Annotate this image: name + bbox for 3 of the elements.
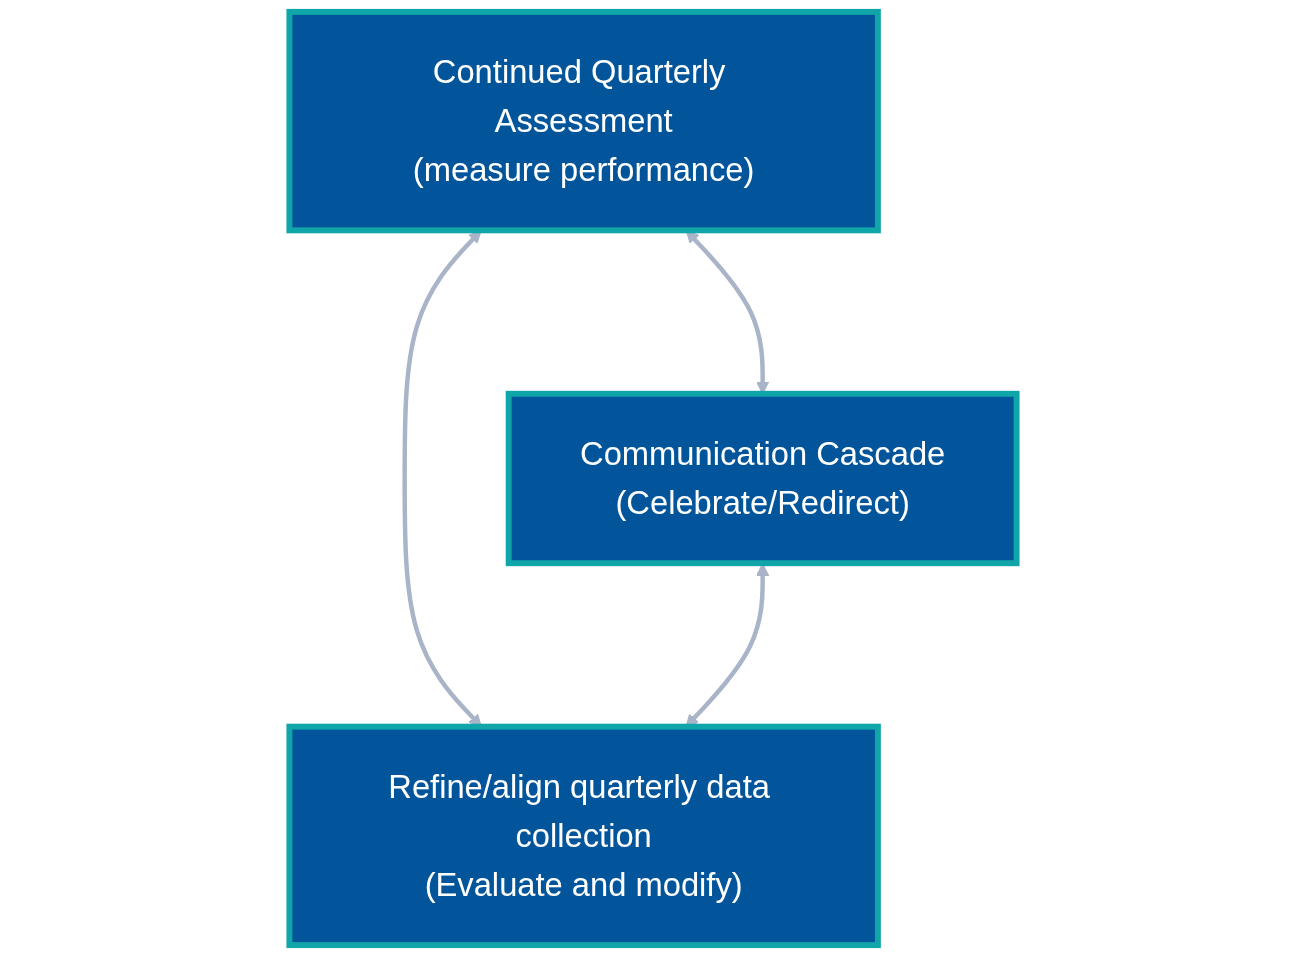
- node-box: Continued Quarterly Assessment (measure performance): [286, 8, 881, 234]
- node-box: Refine/align quarterly data collection (Evaluate and modify): [286, 723, 881, 949]
- node-box: Communication Cascade (Celebrate/Redirect): [505, 390, 1020, 567]
